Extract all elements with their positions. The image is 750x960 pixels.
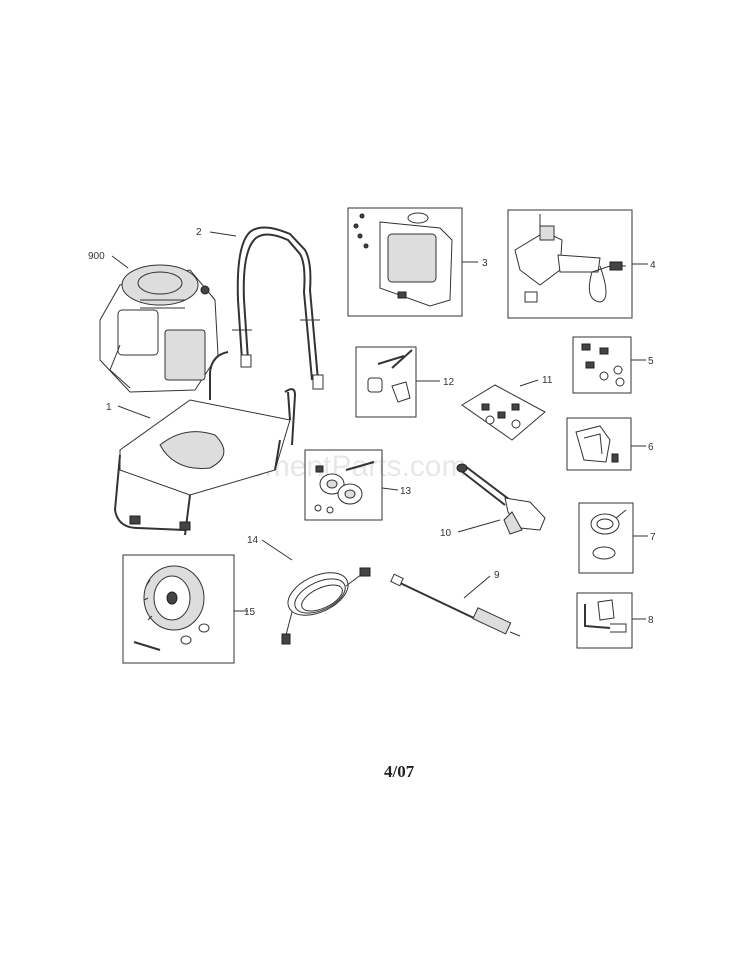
hose-part [281, 567, 371, 645]
callout-3: 3 [482, 258, 488, 269]
callout-15: 15 [244, 607, 256, 618]
hardware-a-part [581, 343, 625, 387]
handle-part [232, 226, 324, 390]
callout-9: 9 [494, 570, 500, 581]
date-code: 4/07 [384, 762, 415, 781]
axle-kit-part [314, 461, 375, 514]
hardware-a-box [572, 336, 632, 394]
frame-part [113, 351, 297, 536]
hardware-bag-part [461, 384, 546, 441]
cap-box [578, 502, 634, 574]
callout-6: 6 [648, 442, 654, 453]
callout-10: 10 [440, 528, 452, 539]
bracket-box [566, 417, 632, 471]
holder-box [576, 592, 633, 649]
wheel-kit-box [122, 554, 235, 664]
callout-11: 11 [542, 375, 553, 386]
engine-part [99, 264, 219, 393]
wand-part [390, 573, 521, 637]
callout-7: 7 [650, 532, 656, 543]
holder-part [584, 599, 627, 633]
bracket-part [575, 425, 619, 463]
cap-part [590, 509, 627, 560]
callout-14: 14 [247, 535, 259, 546]
axle-kit-box [304, 449, 383, 521]
gun-part [456, 463, 546, 535]
callout-5: 5 [648, 356, 654, 367]
callout-13: 13 [400, 486, 412, 497]
callout-4: 4 [650, 260, 656, 271]
callout-1: 1 [106, 402, 112, 413]
callout-12: 12 [443, 377, 455, 388]
pump-part [514, 214, 626, 303]
wheel-kit-part [133, 565, 210, 651]
bolts-kit-part [367, 349, 413, 403]
callout-2: 2 [196, 227, 202, 238]
panel-part [353, 212, 453, 307]
callout-8: 8 [648, 615, 654, 626]
bolts-kit-box [355, 346, 417, 418]
callout-900: 900 [88, 251, 105, 262]
